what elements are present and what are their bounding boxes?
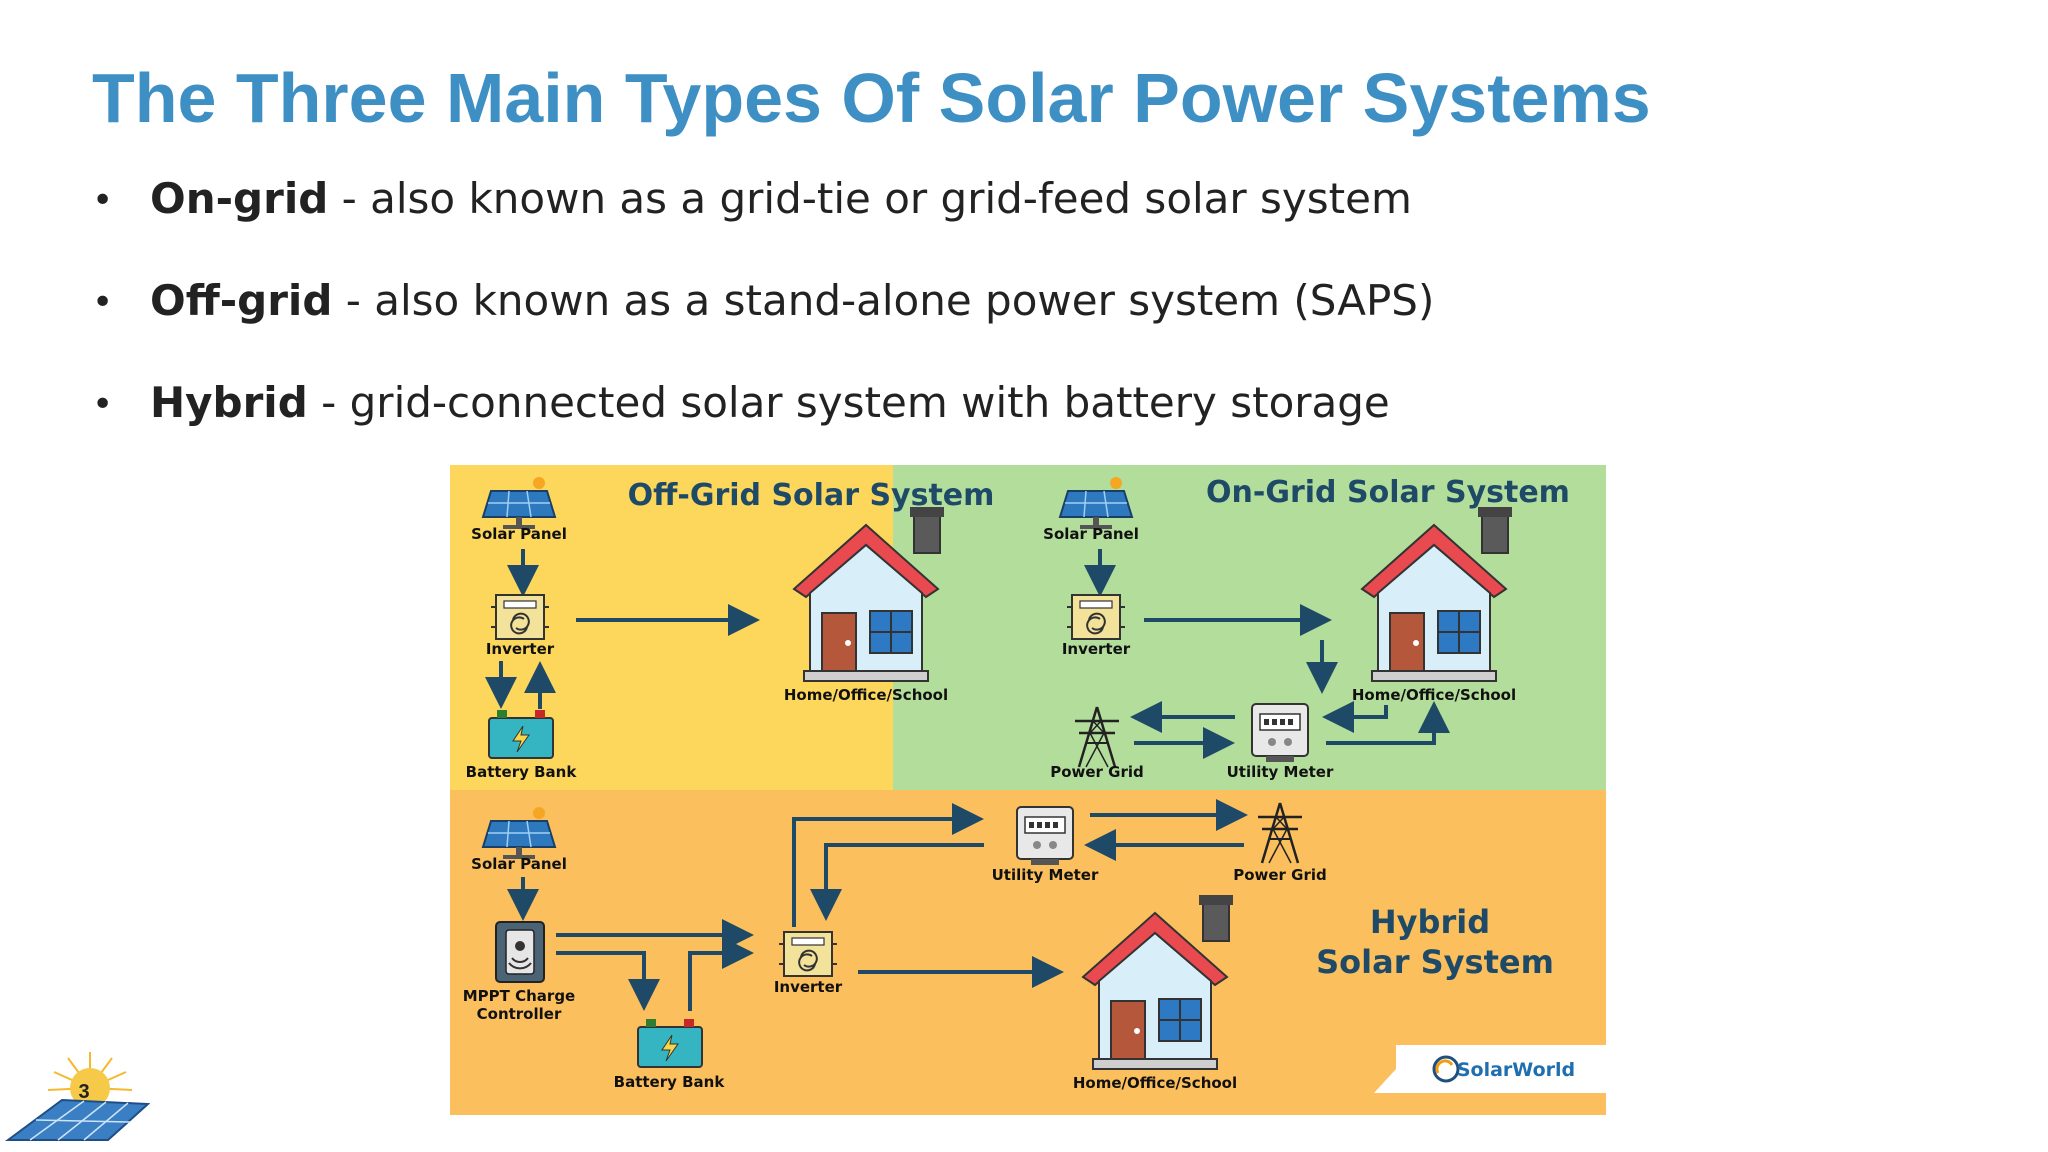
- bullet-text: - also known as a grid-tie or grid-feed …: [328, 174, 1412, 223]
- hybrid-mppt-label-line1: MPPT Charge: [463, 987, 576, 1005]
- bullet-hybrid: • Hybrid - grid-connected solar system w…: [92, 374, 1592, 476]
- hybrid-title-line2: Solar System: [1316, 943, 1554, 981]
- hybrid-mppt-label-line2: Controller: [477, 1005, 562, 1023]
- ongrid-inverter-label: Inverter: [1062, 640, 1131, 658]
- slide-title: The Three Main Types Of Solar Power Syst…: [92, 59, 1651, 137]
- bullet-term: On-grid: [150, 174, 329, 223]
- bullet-term: Hybrid: [150, 378, 308, 427]
- hybrid-battery-icon: [637, 1018, 703, 1068]
- bullet-off-grid: • Off-grid - also known as a stand-alone…: [92, 272, 1592, 374]
- hybrid-inverter-label: Inverter: [774, 978, 843, 996]
- slide-number: 3: [78, 1081, 89, 1103]
- hybrid-power-grid-label: Power Grid: [1233, 866, 1327, 884]
- hybrid-inverter-icon: [778, 931, 838, 977]
- hybrid-title-line1: Hybrid: [1370, 903, 1490, 941]
- ongrid-home-label: Home/Office/School: [1352, 686, 1516, 704]
- hybrid-arrow-mppt-battery: [556, 951, 660, 1011]
- offgrid-battery-label: Battery Bank: [466, 763, 578, 781]
- bullet-list: • On-grid - also known as a grid-tie or …: [92, 170, 1592, 476]
- bullet-dot: •: [92, 282, 114, 323]
- bullet-term: Off-grid: [150, 276, 333, 325]
- ongrid-utility-meter-icon: [1251, 703, 1309, 763]
- sun-icon: [47, 1052, 133, 1108]
- bullet-dot: •: [92, 180, 114, 221]
- hybrid-utility-meter-label: Utility Meter: [992, 866, 1099, 884]
- hybrid-arrow-battery-inverter: [688, 937, 754, 1011]
- hybrid-arrow-meter-inverter: [810, 843, 984, 921]
- offgrid-battery-icon: [488, 709, 554, 759]
- hybrid-battery-label: Battery Bank: [614, 1073, 726, 1091]
- brand-name: SolarWorld: [1457, 1059, 1575, 1081]
- solarworld-logo: SolarWorld: [1374, 1045, 1606, 1093]
- solar-systems-diagram: Off-Grid Solar System Solar Panel Invert…: [450, 465, 1606, 1115]
- offgrid-inverter-icon: [490, 594, 550, 640]
- ongrid-power-grid-label: Power Grid: [1050, 763, 1144, 781]
- offgrid-home-label: Home/Office/School: [784, 686, 948, 704]
- ongrid-utility-meter-label: Utility Meter: [1227, 763, 1334, 781]
- bullet-text: - grid-connected solar system with batte…: [307, 378, 1390, 427]
- hybrid-home-label: Home/Office/School: [1073, 1074, 1237, 1092]
- ongrid-inverter-icon: [1066, 594, 1126, 640]
- ongrid-arrow-meter-home: [1326, 701, 1450, 745]
- offgrid-inverter-label: Inverter: [486, 640, 555, 658]
- hybrid-utility-meter-icon: [1016, 806, 1074, 866]
- hybrid-mppt-icon: [495, 921, 545, 983]
- hybrid-solar-panel-label: Solar Panel: [471, 855, 567, 873]
- bullet-on-grid: • On-grid - also known as a grid-tie or …: [92, 170, 1592, 272]
- slide-number-badge: 3: [4, 1052, 150, 1141]
- ongrid-title: On-Grid Solar System: [1206, 475, 1570, 510]
- hybrid-arrow-inverter-meter: [792, 803, 984, 927]
- offgrid-solar-panel-label: Solar Panel: [471, 525, 567, 543]
- bullet-text: - also known as a stand-alone power syst…: [332, 276, 1435, 325]
- ongrid-solar-panel-label: Solar Panel: [1043, 525, 1139, 543]
- ongrid-arrow-home-meter: [1322, 701, 1388, 733]
- bullet-dot: •: [92, 384, 114, 425]
